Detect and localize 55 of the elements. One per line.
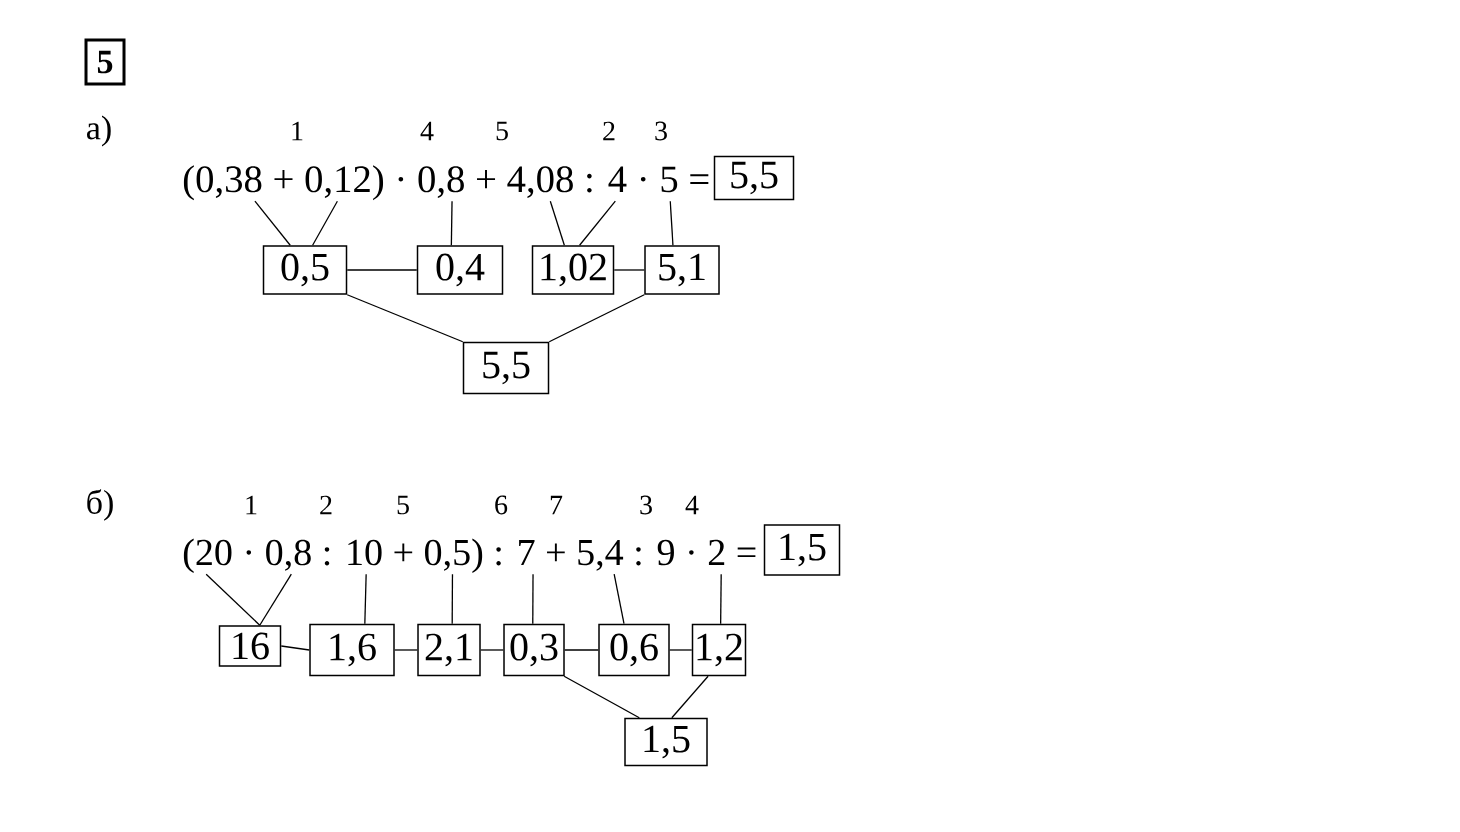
item-label: б) — [87, 489, 113, 521]
connector-line — [480, 649, 504, 651]
connector-line — [346, 269, 418, 271]
result-box: 2,1 — [417, 623, 481, 677]
order-number: 5 — [397, 495, 409, 515]
result-box: 1,5 — [624, 717, 708, 767]
leader-line — [578, 200, 616, 246]
leader-line — [259, 573, 292, 626]
order-number: 5 — [496, 121, 508, 141]
order-number: 2 — [603, 121, 615, 141]
result-box: 5,5 — [462, 341, 550, 395]
order-number: 3 — [655, 121, 667, 141]
leader-line — [613, 573, 625, 625]
order-number: 1 — [292, 121, 303, 141]
leader-line — [451, 573, 454, 625]
item-label: а) — [87, 115, 111, 147]
connector-line — [563, 675, 640, 719]
leader-line — [549, 200, 565, 246]
order-number: 3 — [640, 495, 652, 515]
connector-line — [548, 294, 645, 343]
order-number: 1 — [246, 495, 257, 515]
leader-line — [205, 573, 261, 626]
leader-line — [720, 573, 722, 625]
order-number: 7 — [550, 495, 563, 515]
connector-line — [671, 675, 709, 719]
result-box: 1,02 — [531, 245, 615, 295]
result-box: 0,3 — [503, 623, 565, 677]
result-box: 0,4 — [416, 245, 504, 295]
order-number: 6 — [495, 495, 508, 515]
result-box: 1,2 — [691, 623, 747, 677]
leader-line — [450, 200, 453, 246]
connector-line — [613, 269, 645, 271]
expression: (0,38 + 0,12) · 0,8 + 4,08 : 4 · 5 = — [183, 165, 709, 201]
connector-line — [346, 294, 464, 343]
leader-line — [532, 573, 534, 625]
result-box: 0,6 — [598, 623, 670, 677]
leader-line — [669, 200, 674, 246]
order-number: 4 — [420, 121, 434, 141]
leader-line — [254, 200, 291, 246]
task-number-box: 5 — [84, 38, 126, 86]
leader-line — [364, 573, 367, 625]
leader-line — [311, 200, 338, 246]
result-box: 16 — [218, 625, 282, 667]
result-box: 5,1 — [644, 245, 720, 295]
order-number: 4 — [685, 495, 699, 515]
order-number: 2 — [320, 495, 332, 515]
result-box: 5,5 — [713, 155, 795, 201]
result-box: 1,5 — [763, 524, 841, 576]
result-box: 0,5 — [262, 245, 348, 295]
connector-line — [564, 649, 599, 651]
connector-line — [280, 645, 310, 651]
expression: (20 · 0,8 : 10 + 0,5) : 7 + 5,4 : 9 · 2 = — [183, 538, 756, 574]
connector-line — [394, 649, 418, 651]
connector-line — [669, 649, 693, 651]
result-box: 1,6 — [309, 623, 395, 677]
